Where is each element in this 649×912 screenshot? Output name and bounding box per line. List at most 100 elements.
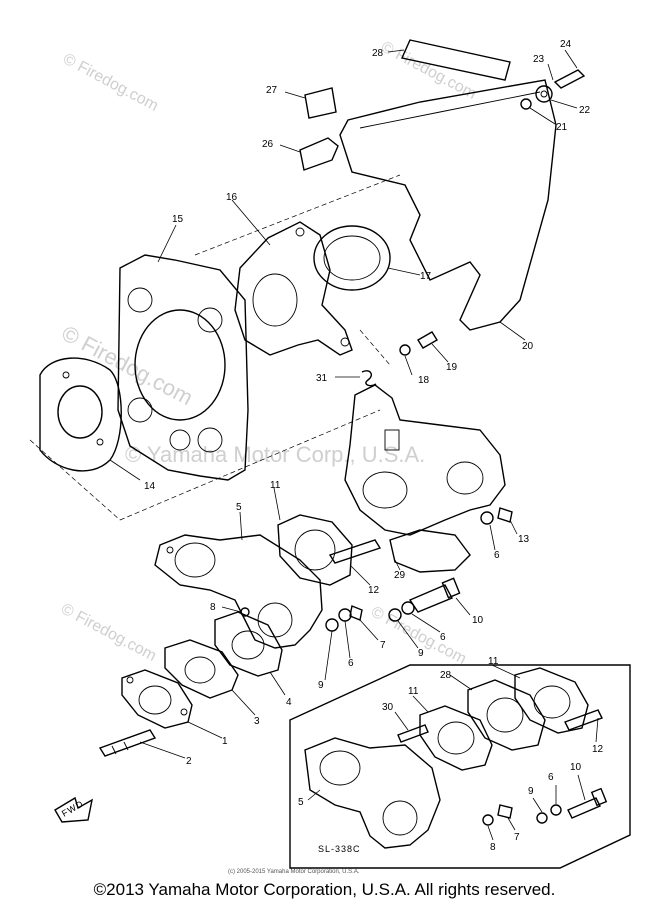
bolt-10-head	[441, 577, 461, 599]
inset-manifold-5-port-2	[382, 800, 418, 836]
align-dash-3	[194, 174, 401, 256]
boot-17	[313, 225, 391, 291]
leader-13	[509, 519, 518, 535]
leader-5	[239, 511, 243, 541]
callout-11-inset-b: 11	[488, 656, 499, 667]
fwd-label: FWD	[60, 798, 85, 818]
bolt-19	[417, 331, 438, 349]
flange-14-hole-2	[62, 371, 70, 379]
callout-17: 17	[420, 271, 432, 282]
leader-4	[269, 671, 286, 696]
callout-28-inset: 28	[440, 670, 452, 681]
bracket-27	[304, 87, 337, 119]
callout-20: 20	[522, 341, 534, 352]
callout-24: 24	[560, 39, 572, 50]
leader-inset-12	[595, 717, 599, 743]
flange-14-hole	[96, 438, 104, 446]
bolt-10	[408, 584, 453, 613]
stud-12	[328, 539, 382, 564]
inset-bolt-10	[567, 797, 601, 819]
callout-6-carb: 6	[494, 550, 500, 561]
gasket-1-bore	[138, 685, 172, 715]
callout-15: 15	[172, 214, 184, 225]
callout-7-inset: 7	[514, 832, 520, 843]
inset-washer-6	[550, 804, 562, 816]
leader-14	[109, 459, 141, 481]
decal-28	[401, 39, 511, 81]
inset-nut-7	[497, 804, 513, 819]
small-copyright: (c) 2005-2015 Yamaha Motor Corporation, …	[228, 869, 360, 875]
callout-16: 16	[226, 192, 238, 203]
watermark-firedog-4: © Firedog.com	[58, 601, 159, 665]
callout-5-inset: 5	[298, 797, 304, 808]
align-dash-2	[119, 409, 381, 521]
washer-18	[399, 344, 411, 356]
manifold-5-port-2	[257, 602, 293, 638]
footer-copyright: ©2013 Yamaha Motor Corporation, U.S.A. A…	[93, 880, 556, 899]
leader-inset-9	[532, 797, 543, 813]
callout-14: 14	[144, 481, 156, 492]
flange-14-bore	[57, 385, 103, 439]
housing-16-hole	[295, 227, 305, 237]
stud-2	[98, 729, 157, 757]
callout-11-inset-a: 11	[408, 686, 419, 697]
leader-inset-11-b	[491, 664, 521, 679]
callout-3: 3	[254, 716, 260, 727]
leader-15	[157, 224, 177, 263]
leader-inset-10	[577, 774, 586, 801]
grommet-22-hole	[540, 90, 548, 98]
callout-6-inset: 6	[548, 772, 554, 783]
inset-gasket-11-a-bore	[437, 721, 475, 755]
callout-6-right: 6	[440, 632, 446, 643]
callout-10-inset: 10	[570, 762, 582, 773]
callout-11-main: 11	[270, 480, 281, 491]
inset-manifold-5-port	[319, 750, 361, 786]
boot-17-inner	[323, 235, 381, 281]
plate-15-hole-2	[197, 307, 223, 333]
leader-19	[431, 343, 449, 363]
inset-label: SL-338C	[318, 844, 361, 854]
parts-diagram: © Firedog.com © Firedog.com © Firedog.co…	[29, 39, 631, 875]
watermark-firedog-3: © Firedog.com	[58, 320, 197, 410]
leader-inset-28	[449, 674, 473, 691]
leader-12	[349, 564, 371, 586]
inset-washer-9	[536, 812, 548, 824]
leader-7-mid	[359, 619, 379, 641]
inset-frame	[289, 664, 631, 869]
leader-8	[221, 606, 242, 613]
inset-manifold-5	[304, 737, 441, 849]
carburetor-bore	[362, 471, 408, 509]
leader-1	[187, 721, 223, 739]
inset-insulator-28-bore	[486, 697, 524, 733]
washer-6-mid	[338, 608, 352, 622]
cover-20-edge	[359, 91, 541, 129]
gasket-11-bore	[294, 529, 336, 571]
callout-21: 21	[556, 122, 568, 133]
leader-30	[394, 711, 409, 731]
callout-22: 22	[579, 105, 591, 116]
gasket-11	[277, 514, 353, 586]
inset-gasket-11-b	[514, 667, 589, 734]
plate-15-hole-3	[127, 397, 153, 423]
flange-14	[39, 357, 122, 472]
leader-16	[231, 199, 271, 246]
callout-2: 2	[186, 756, 192, 767]
leader-29	[394, 559, 401, 571]
leader-9-mid	[324, 630, 333, 681]
nut-13	[497, 507, 513, 523]
align-dash-1	[29, 439, 121, 521]
inset-washer-8	[482, 814, 494, 826]
leader-20	[499, 321, 526, 341]
leader-24	[564, 49, 578, 69]
carburetor-bore-2	[446, 461, 484, 495]
insulator-3-bore	[184, 656, 216, 684]
inset-stud-12	[564, 709, 603, 731]
insulator-3	[164, 639, 239, 699]
leader-6-right	[411, 613, 441, 633]
plate-15-hole-4	[197, 427, 223, 453]
plate-15	[117, 254, 249, 481]
callout-23: 23	[533, 54, 545, 65]
watermark-firedog-1: © Firedog.com	[60, 51, 161, 115]
stud-2-thread	[111, 745, 117, 755]
callout-12-main: 12	[368, 585, 380, 596]
